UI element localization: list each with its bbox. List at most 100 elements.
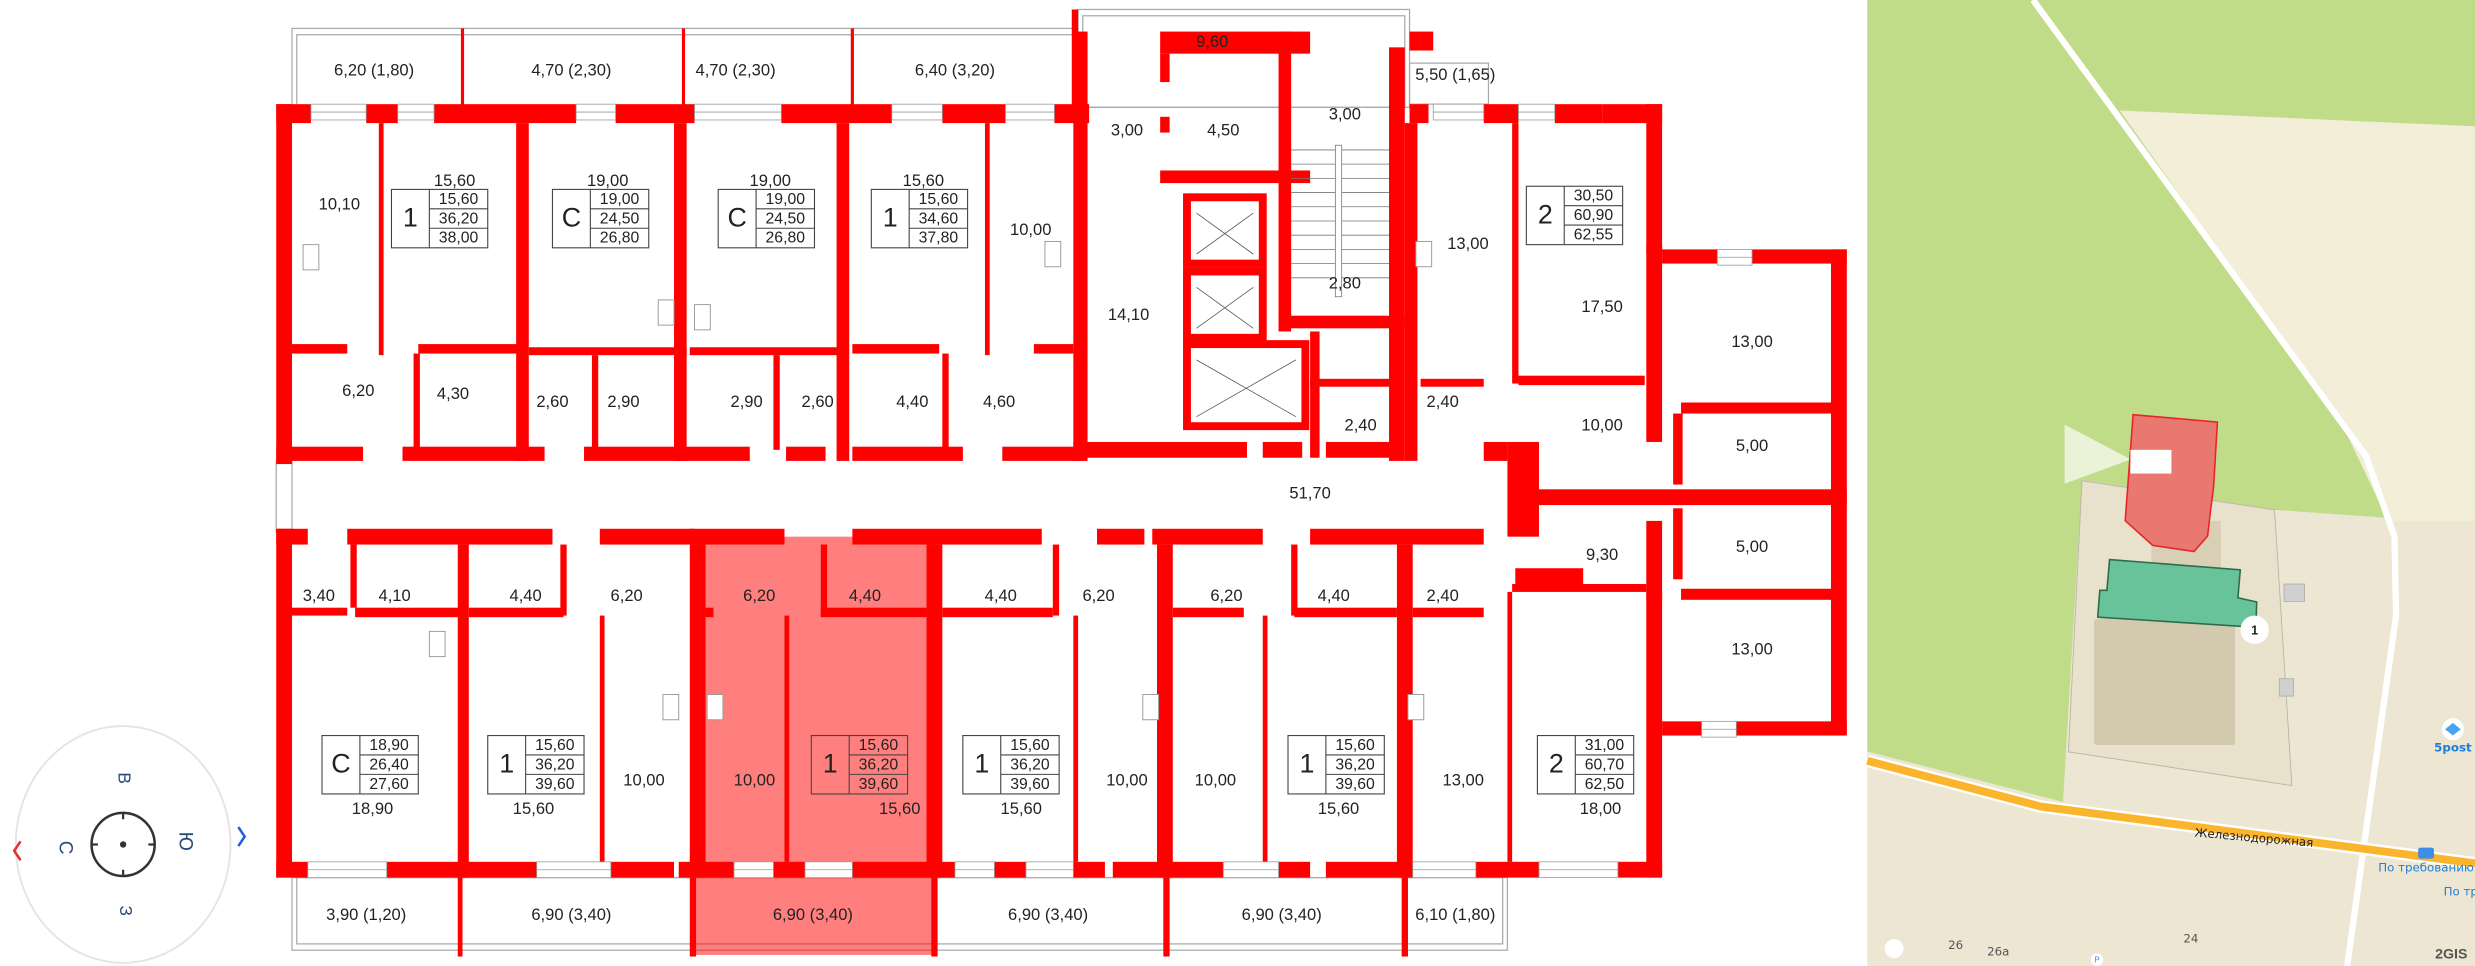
wall bbox=[460, 28, 465, 108]
wall bbox=[1646, 520, 1663, 600]
wall bbox=[1071, 9, 1079, 108]
room-area-label: 4,30 bbox=[437, 384, 469, 403]
wall bbox=[1554, 104, 1603, 124]
apartment-full-area: 39,60 bbox=[859, 776, 899, 793]
elevator-shaft bbox=[1183, 340, 1310, 431]
wall bbox=[1752, 249, 1847, 264]
room-area-label: 10,00 bbox=[1581, 416, 1622, 435]
selected-apartment-highlight[interactable] bbox=[694, 536, 937, 955]
apartment-full-area: 26,80 bbox=[600, 230, 640, 247]
wall bbox=[836, 123, 850, 461]
room-area-label: 15,60 bbox=[513, 799, 554, 818]
compass-widget[interactable]: В С Ю З bbox=[12, 725, 247, 964]
wall bbox=[689, 528, 785, 545]
apartment-full-area: 26,80 bbox=[766, 230, 806, 247]
selected-section-marker bbox=[2130, 449, 2172, 474]
elevator-icon bbox=[1196, 286, 1254, 329]
wall bbox=[1662, 249, 1718, 264]
apartment-full-area: 39,60 bbox=[535, 776, 575, 793]
map-poi-icon[interactable] bbox=[1884, 939, 1904, 959]
apartment-living-area: 15,60 bbox=[439, 191, 479, 208]
wall bbox=[1160, 53, 1170, 83]
map-park bbox=[1867, 0, 2475, 802]
room-area-label: 4,40 bbox=[849, 586, 881, 605]
poi-label[interactable]: 5post bbox=[2434, 741, 2472, 755]
room-area-label: 13,00 bbox=[1731, 332, 1772, 351]
wall bbox=[1409, 104, 1429, 124]
balcony-area-label: 4,70 (2,30) bbox=[696, 60, 776, 79]
compass-center bbox=[119, 841, 127, 848]
info-box-frame bbox=[551, 188, 650, 249]
apartment-type: С bbox=[727, 202, 746, 232]
apartment-type: 1 bbox=[823, 749, 838, 779]
wall bbox=[1412, 607, 1484, 618]
info-box-frame bbox=[870, 188, 969, 249]
stair-railing bbox=[1334, 144, 1343, 298]
room-area-label: 18,90 bbox=[352, 799, 393, 818]
apartment-living-area: 15,60 bbox=[859, 737, 899, 754]
wall bbox=[1310, 331, 1320, 458]
info-box-frame bbox=[1287, 734, 1385, 795]
wall bbox=[610, 861, 674, 878]
wall bbox=[1310, 528, 1484, 545]
wall bbox=[820, 544, 828, 616]
apartment-full-area: 62,55 bbox=[1574, 227, 1614, 244]
info-box-frame bbox=[810, 734, 909, 795]
balcony-area-label: 6,90 (3,40) bbox=[531, 905, 611, 924]
apartment-total-area: 60,90 bbox=[1574, 207, 1614, 224]
wall bbox=[1507, 441, 1539, 537]
apartment-type: 1 bbox=[974, 749, 989, 779]
wall bbox=[1483, 441, 1508, 461]
room-area-label: 4,50 bbox=[1207, 120, 1239, 139]
balcony-area-label: 5,50 (1,65) bbox=[1415, 65, 1495, 84]
wall bbox=[1278, 31, 1292, 332]
balcony-area-label: 6,90 (3,40) bbox=[1008, 905, 1088, 924]
selected-section-building[interactable] bbox=[2124, 413, 2219, 553]
building-marker[interactable] bbox=[2240, 615, 2269, 644]
wall bbox=[1673, 413, 1683, 485]
room-area-label: 6,20 bbox=[1210, 586, 1242, 605]
bus-stop-label[interactable]: По требованию bbox=[2378, 861, 2474, 875]
wall bbox=[994, 861, 1026, 878]
wall bbox=[1278, 861, 1311, 878]
apartment-total-area: 36,20 bbox=[1010, 756, 1050, 773]
apartment-full-area: 37,80 bbox=[919, 230, 959, 247]
bus-stop-icon[interactable] bbox=[2418, 847, 2434, 859]
wall bbox=[292, 344, 348, 354]
wall bbox=[1662, 721, 1702, 736]
room-area-label: 2,40 bbox=[1427, 586, 1459, 605]
elevator-icon bbox=[1196, 212, 1254, 255]
wall bbox=[528, 347, 687, 356]
apartment-total-area: 24,50 bbox=[766, 210, 806, 227]
rotate-right-chevron-right-icon[interactable] bbox=[237, 826, 247, 847]
other-section-building[interactable] bbox=[2096, 558, 2258, 629]
rotate-left-chevron-left-icon[interactable] bbox=[12, 840, 22, 861]
room-area-label: 10,00 bbox=[1010, 220, 1051, 239]
bus-stop-label-2[interactable]: По тр bbox=[2444, 884, 2475, 898]
wall bbox=[850, 28, 854, 108]
room-area-label: 15,60 bbox=[903, 171, 944, 190]
wall bbox=[1160, 170, 1311, 184]
house-number: 26а bbox=[1987, 944, 2009, 958]
room-area-label: 18,00 bbox=[1580, 799, 1621, 818]
wall bbox=[678, 861, 734, 878]
wall bbox=[366, 104, 398, 124]
stove-icon bbox=[694, 304, 711, 331]
wall bbox=[1512, 584, 1647, 592]
wall bbox=[852, 446, 963, 461]
wall bbox=[350, 544, 357, 608]
apartment-type: С bbox=[562, 202, 581, 232]
location-map[interactable]: 1 Железнодорожная 5post По требованию По… bbox=[1865, 0, 2475, 966]
wall bbox=[1389, 47, 1405, 461]
